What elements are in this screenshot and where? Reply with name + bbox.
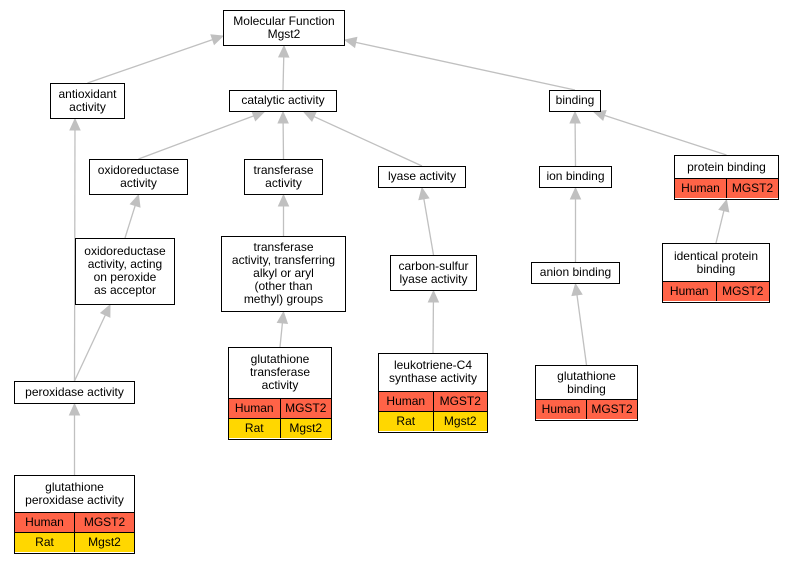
node-label: transferase activity, transferring alkyl…: [231, 240, 336, 307]
edge-oxperox-to-oxidored: [124, 205, 136, 239]
gene-cell: Mgst2: [74, 532, 134, 552]
node-label: protein binding: [687, 159, 766, 174]
edge-antiox-to-mf: [87, 38, 213, 84]
node-label: binding: [555, 93, 595, 108]
node-oxperox[interactable]: oxidoreductase activity, acting on perox…: [75, 238, 175, 305]
arrowhead-antiox-to-mf: [210, 34, 225, 46]
arrowhead-oxidored-to-catalytic: [251, 110, 266, 122]
edge-lyase-to-catalytic: [313, 115, 423, 167]
node-transalkyl[interactable]: transferase activity, transferring alkyl…: [221, 236, 346, 312]
annotation-row-human: Human MGST2: [663, 281, 770, 302]
node-label: carbon-sulfur lyase activity: [398, 258, 469, 286]
node-label: peroxidase activity: [25, 384, 124, 399]
annotation-row-human: Human MGST2: [379, 390, 488, 411]
gene-cell: MGST2: [74, 512, 134, 532]
edge-peroxidase-to-oxperox: [73, 314, 106, 382]
arrowhead-catalytic-to-mf: [277, 44, 290, 58]
species-cell: Rat: [244, 420, 264, 435]
node-label: antioxidant activity: [58, 86, 117, 114]
node-label: identical protein binding: [673, 248, 759, 276]
species-cell: Rat: [396, 413, 416, 428]
arrowhead-gpx-to-peroxidase: [68, 402, 81, 416]
arrowhead-peroxidase-to-oxperox: [99, 303, 111, 318]
node-lyase[interactable]: lyase activity: [378, 166, 466, 188]
annotation-row-human: Human MGST2: [229, 397, 332, 418]
arrowhead-anionbind-to-ionbind: [569, 186, 582, 200]
edge-catalytic-to-mf: [282, 56, 285, 91]
node-label: oxidoreductase activity, acting on perox…: [84, 244, 166, 298]
arrowhead-peroxidase-to-antiox: [69, 117, 81, 131]
node-transferase[interactable]: transferase activity: [244, 159, 323, 195]
edge-gst-to-transalkyl: [279, 322, 284, 348]
edge-glubind-to-anionbind: [576, 294, 588, 366]
node-label: anion binding: [539, 265, 612, 280]
arrowhead-csLyase-to-lyase: [418, 186, 430, 201]
species-cell: Human: [25, 514, 64, 529]
node-binding[interactable]: binding: [549, 90, 601, 112]
edge-binding-to-mf: [355, 41, 576, 91]
gene-cell: MGST2: [279, 398, 332, 418]
node-label: Molecular Function Mgst2: [233, 13, 335, 41]
node-label: transferase activity: [253, 162, 314, 190]
annotation-row-human: Human MGST2: [675, 178, 778, 199]
annotation-row-human: Human MGST2: [15, 511, 134, 532]
edge-protbind-to-binding: [604, 114, 727, 156]
gene-cell: MGST2: [586, 400, 637, 420]
arrowhead-ltc4-to-csLyase: [427, 289, 440, 303]
arrowhead-transalkyl-to-transferase: [277, 193, 290, 207]
node-ionbind[interactable]: ion binding: [539, 166, 612, 188]
node-label: leukotriene-C4 synthase activity: [388, 358, 478, 386]
species-cell: Human: [669, 284, 709, 299]
node-anionbind[interactable]: anion binding: [531, 262, 620, 284]
annotation-row-human: Human MGST2: [536, 399, 637, 420]
gene-cell: MGST2: [726, 179, 778, 199]
edge-oxidored-to-catalytic: [138, 115, 254, 160]
gene-cell: MGST2: [715, 282, 770, 302]
species-cell: Human: [681, 181, 720, 196]
edge-identprot-to-protbind: [715, 210, 725, 244]
node-label: catalytic activity: [241, 93, 325, 108]
arrowhead-protbind-to-binding: [592, 110, 607, 122]
arrowhead-transferase-to-catalytic: [277, 110, 289, 124]
node-label: ion binding: [546, 169, 605, 184]
gene-cell: MGST2: [432, 391, 488, 411]
species-cell: Rat: [35, 534, 54, 549]
arrowhead-binding-to-mf: [343, 36, 358, 49]
node-peroxidase[interactable]: peroxidase activity: [14, 381, 135, 404]
species-cell: Human: [234, 400, 274, 415]
node-label: glutathione binding: [557, 368, 616, 396]
arrowhead-ionbind-to-binding: [569, 110, 581, 124]
node-csLyase[interactable]: carbon-sulfur lyase activity: [390, 255, 477, 291]
node-label: lyase activity: [387, 169, 457, 184]
node-label: oxidoreductase activity: [97, 162, 180, 190]
node-catalytic[interactable]: catalytic activity: [229, 90, 337, 112]
species-cell: Human: [541, 402, 581, 417]
arrowhead-identprot-to-protbind: [718, 198, 730, 213]
node-label: glutathione transferase activity: [249, 352, 311, 393]
node-mf[interactable]: Molecular Function Mgst2: [223, 10, 345, 46]
arrowhead-glubind-to-anionbind: [571, 282, 583, 297]
node-antiox[interactable]: antioxidant activity: [50, 83, 125, 119]
node-oxidored[interactable]: oxidoreductase activity: [89, 159, 188, 195]
annotation-row-rat: Rat Mgst2: [379, 410, 488, 431]
arrowhead-lyase-to-catalytic: [302, 111, 317, 123]
annotation-row-rat: Rat Mgst2: [15, 531, 134, 552]
node-label: glutathione peroxidase activity: [25, 479, 124, 507]
arrowhead-gst-to-transalkyl: [276, 310, 289, 325]
annotation-row-rat: Rat Mgst2: [229, 417, 332, 438]
edge-csLyase-to-lyase: [423, 198, 435, 256]
arrowhead-oxperox-to-oxidored: [129, 193, 141, 208]
gene-cell: Mgst2: [432, 411, 488, 431]
gene-cell: Mgst2: [279, 418, 332, 438]
species-cell: Human: [386, 393, 426, 408]
